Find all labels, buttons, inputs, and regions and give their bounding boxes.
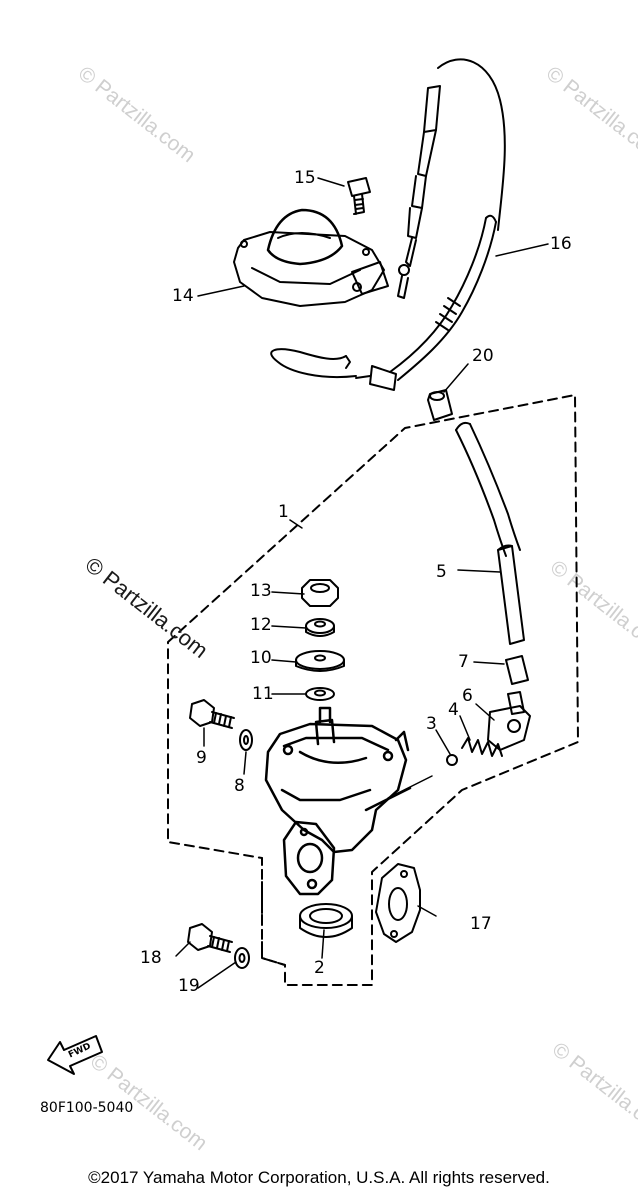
nut-part-13	[301, 579, 339, 607]
callout-2: 2	[314, 958, 325, 978]
callout-15: 15	[294, 168, 316, 188]
pump-body	[264, 706, 412, 896]
fwd-arrow-icon	[47, 1035, 103, 1075]
callout-9: 9	[196, 748, 207, 768]
leader-lines	[175, 177, 549, 989]
gasket-part-17	[375, 863, 421, 943]
callout-14: 14	[172, 286, 194, 306]
callout-13: 13	[250, 581, 272, 601]
callout-20: 20	[472, 346, 494, 366]
callout-5: 5	[436, 562, 447, 582]
callout-10: 10	[250, 648, 272, 668]
hose-part-5	[455, 421, 525, 645]
spring-part-4	[461, 737, 503, 757]
washer-part-19	[234, 947, 250, 969]
assembly-outline	[167, 394, 579, 986]
callout-18: 18	[140, 948, 162, 968]
copyright-footer: ©2017 Yamaha Motor Corporation, U.S.A. A…	[88, 1168, 550, 1187]
control-cable	[397, 58, 506, 299]
elbow-part-6	[487, 691, 531, 751]
callout-6: 6	[462, 686, 473, 706]
ball-part-3	[446, 754, 458, 766]
washer-part-8	[239, 729, 253, 751]
cable-part-16	[270, 214, 497, 391]
drawing-code: 80F100-5040	[40, 1100, 134, 1116]
sleeve-part-7	[505, 655, 529, 685]
callout-3: 3	[426, 714, 437, 734]
cap-part-20	[427, 389, 453, 421]
callout-11: 11	[252, 684, 274, 704]
callout-7: 7	[458, 652, 469, 672]
callout-16: 16	[550, 234, 572, 254]
gasket-box-outline	[261, 857, 286, 966]
callout-4: 4	[448, 700, 459, 720]
bolt-part-9	[189, 699, 235, 729]
bolt-part-18	[187, 923, 233, 953]
callout-1: 1	[278, 502, 289, 522]
seal-part-2	[299, 903, 353, 938]
screw-part-15	[347, 177, 371, 215]
washer-part-11	[305, 687, 335, 701]
washer-part-10	[295, 650, 345, 672]
callout-8: 8	[234, 776, 245, 796]
cover-part-14	[233, 208, 389, 307]
callout-19: 19	[178, 976, 200, 996]
callout-17: 17	[470, 914, 492, 934]
callout-12: 12	[250, 615, 272, 635]
washer-part-12	[305, 618, 335, 637]
